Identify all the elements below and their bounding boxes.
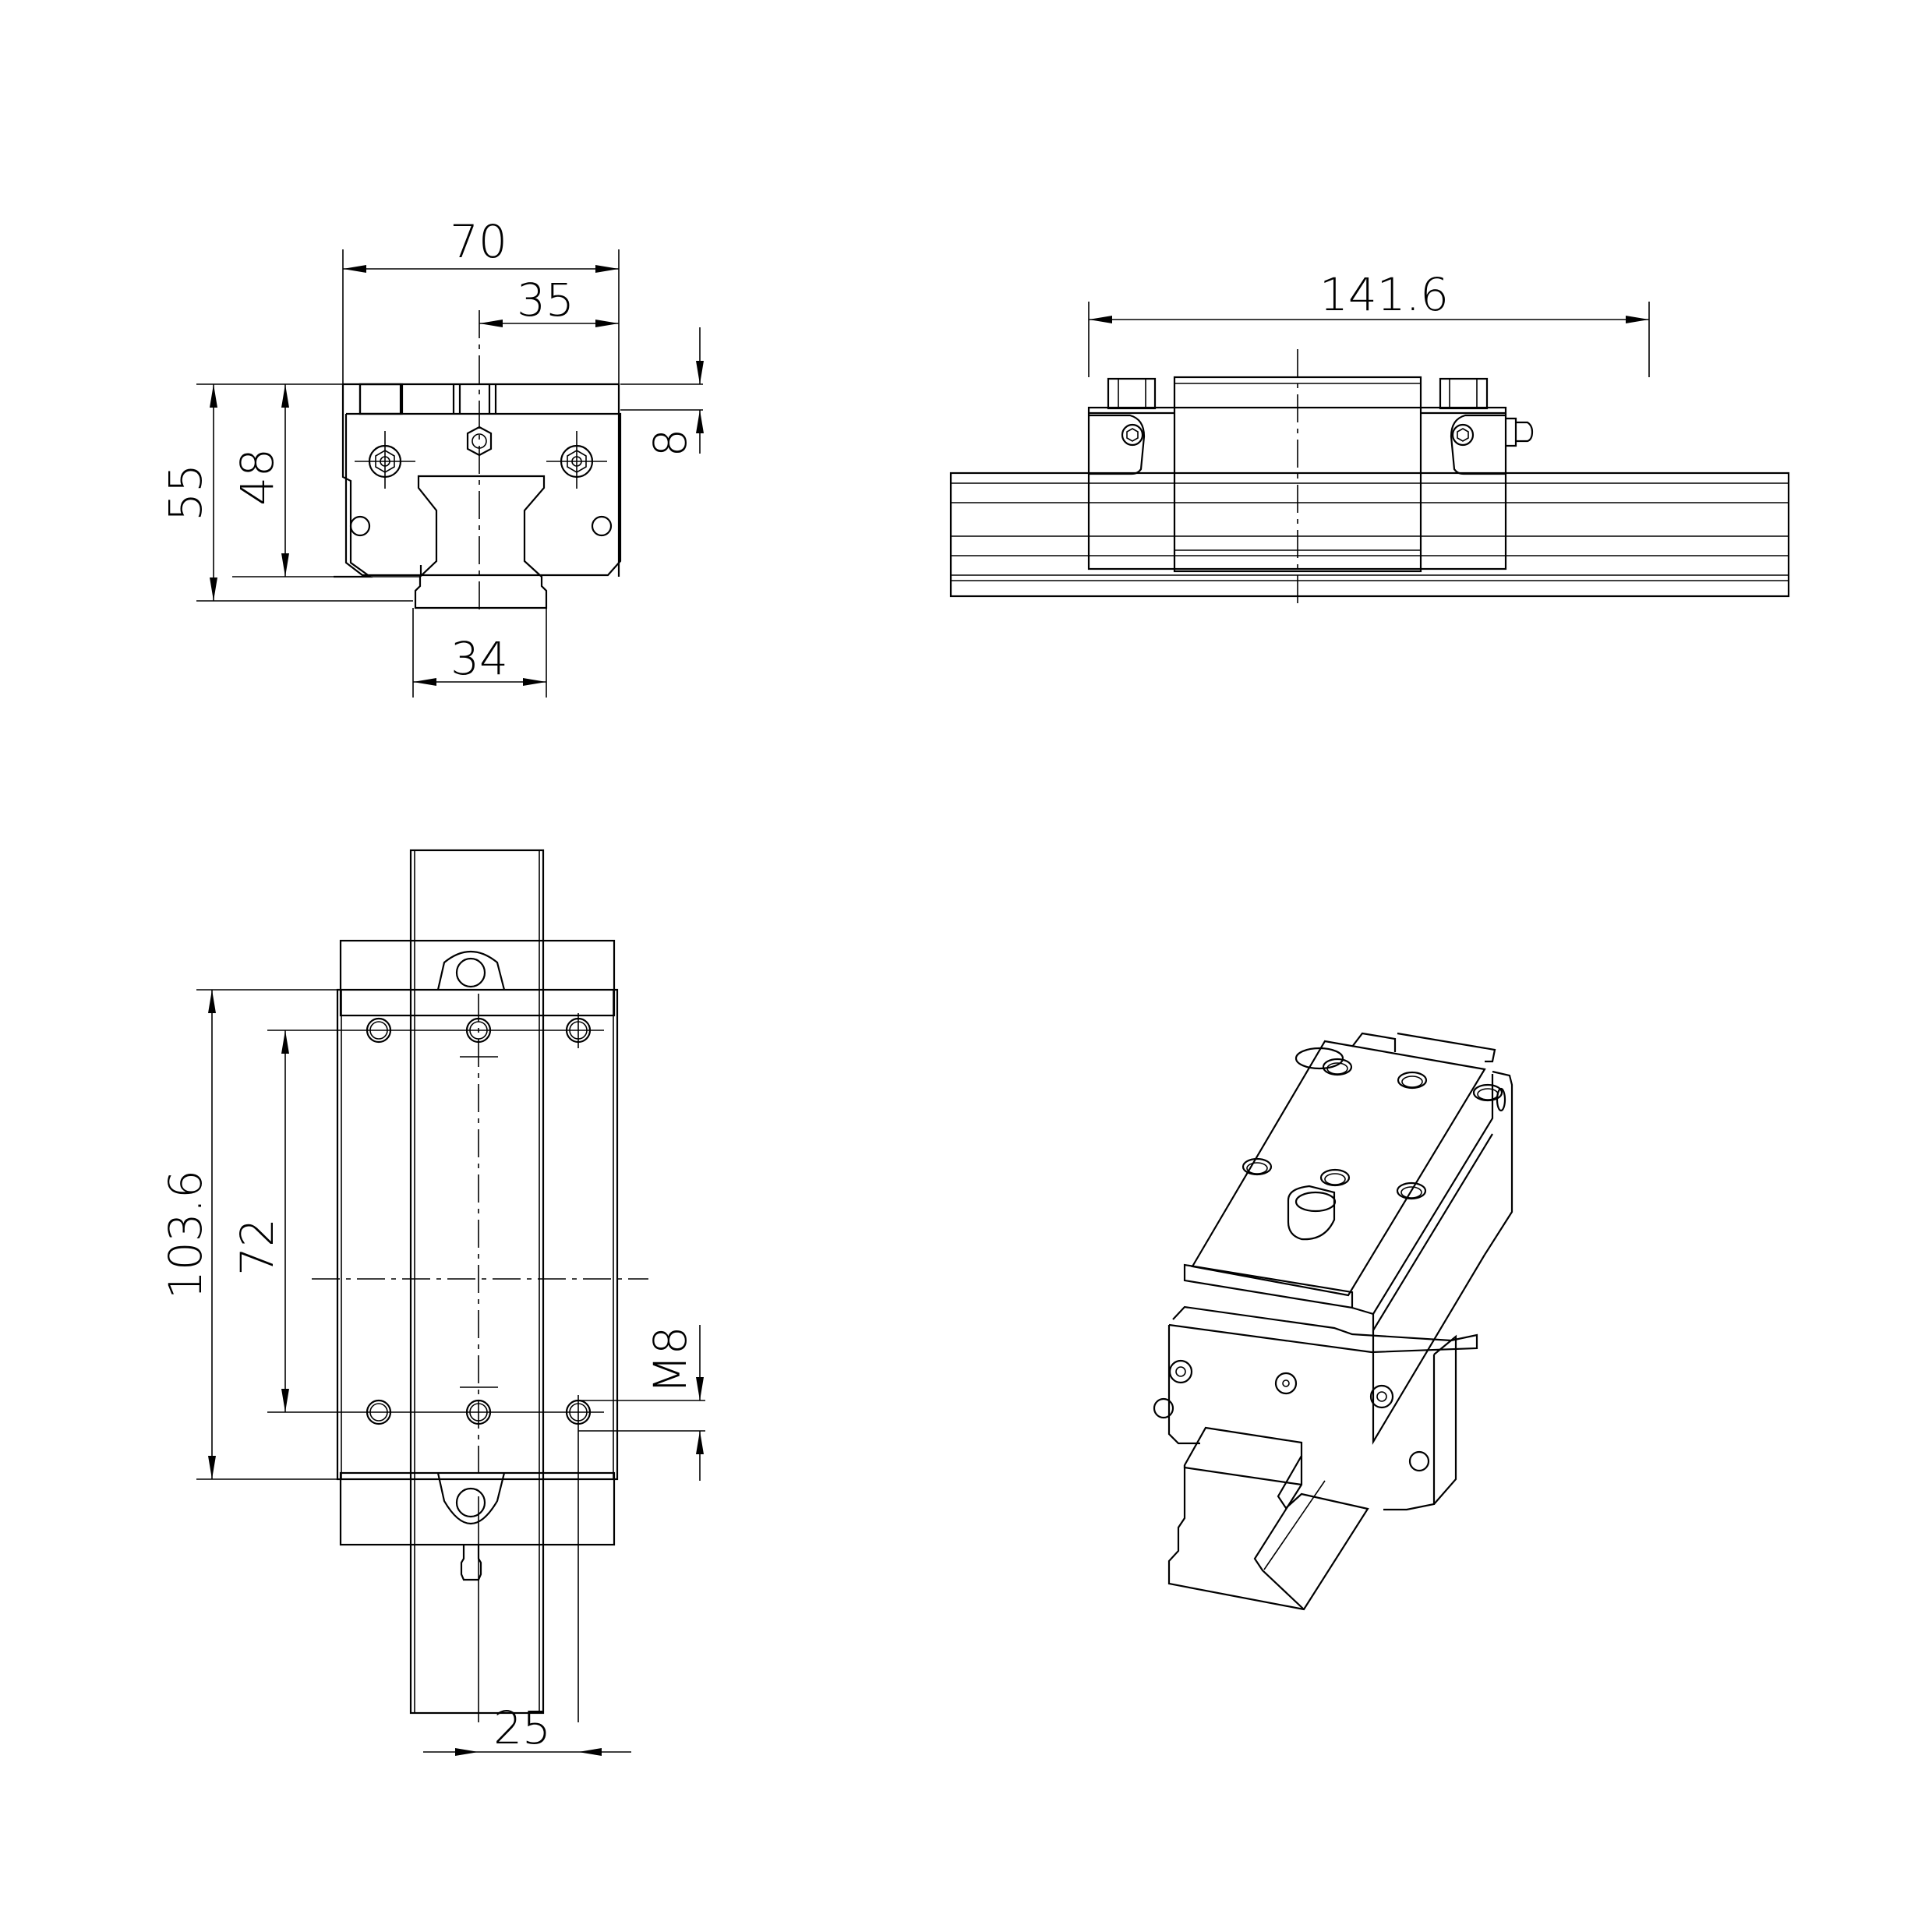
dim-thread-size: M8	[644, 1326, 697, 1394]
dim-carriage-length: 141.6	[1319, 268, 1449, 321]
side-view: 141.6	[949, 268, 1790, 606]
top-view: 103.6 72 M8 25	[159, 849, 705, 1756]
front-view: 70 35 8 55 48 34	[159, 215, 704, 698]
dim-overall-width: 70	[450, 215, 507, 268]
dim-top-offset: 8	[644, 429, 697, 457]
dim-rail-width: 34	[450, 632, 508, 685]
dim-carriage-height: 48	[231, 448, 284, 506]
screw-icon	[546, 431, 607, 489]
dim-overall-height: 55	[159, 464, 212, 521]
screw-icon	[355, 431, 415, 489]
isometric-view	[1153, 1032, 1513, 1611]
dim-half-width: 35	[517, 274, 574, 327]
dim-hole-pitch: 72	[231, 1218, 284, 1276]
dim-block-length: 103.6	[159, 1170, 212, 1299]
dim-hole-offset: 25	[493, 1701, 551, 1754]
